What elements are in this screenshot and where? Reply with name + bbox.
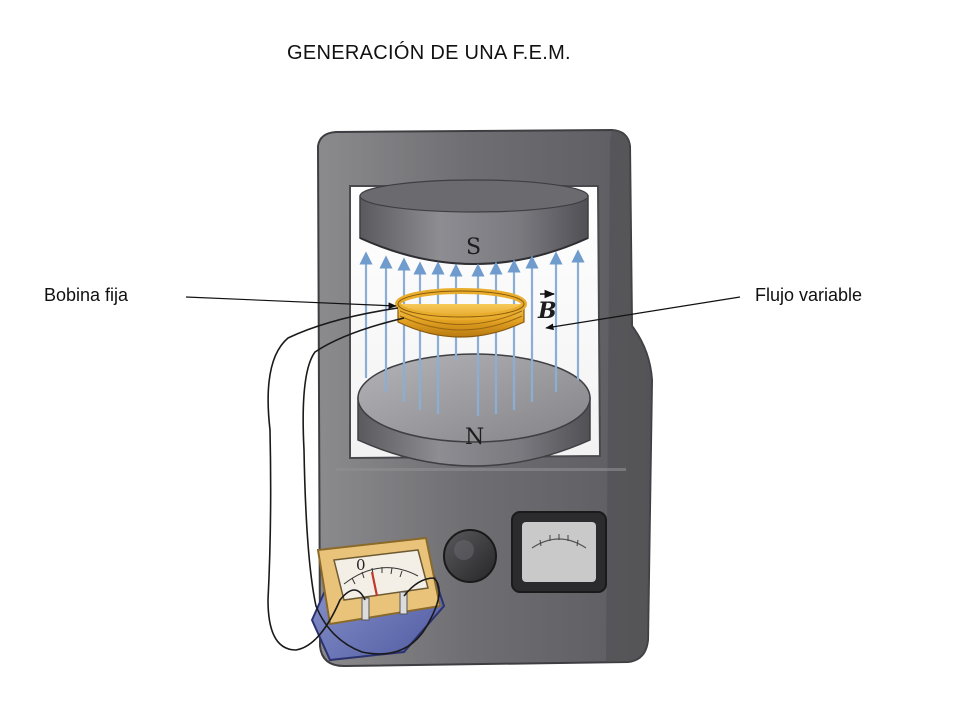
control-knob bbox=[443, 529, 497, 583]
flux-pointer-line bbox=[545, 296, 741, 331]
panel-gauge bbox=[511, 511, 607, 593]
coil-callout-label: Bobina fija bbox=[44, 285, 129, 305]
magnetic-field-symbol: B bbox=[537, 298, 557, 324]
south-magnet: S bbox=[359, 179, 589, 265]
connecting-wires bbox=[267, 307, 440, 655]
flux-callout-label: Flujo variable bbox=[755, 285, 863, 305]
coil-pointer-line bbox=[185, 296, 397, 310]
south-pole-label: S bbox=[466, 235, 481, 260]
slide-title: GENERACIÓN DE UNA F.E.M. bbox=[287, 42, 571, 64]
fixed-coil bbox=[395, 288, 527, 338]
north-pole-label: N bbox=[465, 425, 484, 450]
galvanometer-zero-label: 0 bbox=[356, 556, 366, 574]
galvanometer: 0 bbox=[310, 536, 446, 662]
